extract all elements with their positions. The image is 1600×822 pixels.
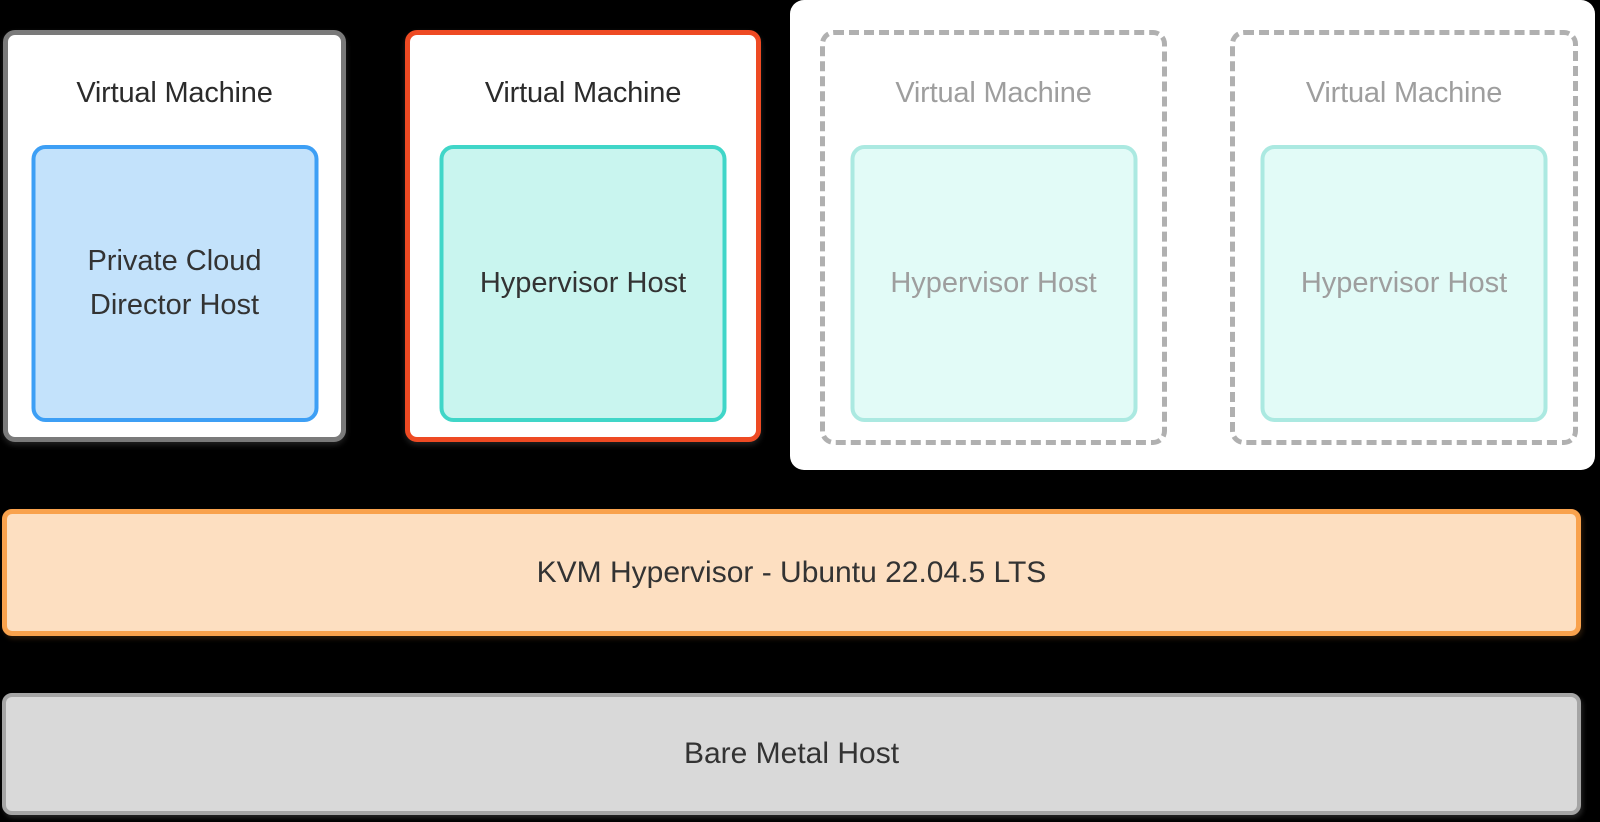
vm-box-hypervisor-planned-1: Virtual Machine Hypervisor Host [820,30,1167,445]
bare-metal-host-label: Bare Metal Host [683,737,900,770]
planned-vms-container: Virtual Machine Hypervisor Host Virtual … [790,0,1595,470]
kvm-hypervisor-label: KVM Hypervisor - Ubuntu 22.04.5 LTS [536,555,1047,589]
hypervisor-host-label: Hypervisor Host [1300,266,1508,299]
hypervisor-host-label: Hypervisor Host [479,266,687,299]
vm-title: Virtual Machine [484,77,682,109]
vm-title: Virtual Machine [76,77,273,109]
hypervisor-host-label: Hypervisor Host [890,266,1097,299]
kvm-hypervisor-layer: KVM Hypervisor - Ubuntu 22.04.5 LTS [2,509,1581,636]
vm-title: Virtual Machine [1305,77,1503,109]
vm-title: Virtual Machine [895,77,1092,109]
vm-box-hypervisor-planned-2: Virtual Machine Hypervisor Host [1230,30,1578,445]
hypervisor-host-box: Hypervisor Host [439,145,727,422]
vm-box-private-cloud-director: Virtual Machine Private Cloud Director H… [3,30,346,442]
private-cloud-director-host-box: Private Cloud Director Host [31,145,318,422]
hypervisor-host-box-ghost: Hypervisor Host [1260,145,1548,422]
private-cloud-director-host-label: Private Cloud Director Host [87,245,262,321]
hypervisor-host-box-ghost: Hypervisor Host [850,145,1137,422]
vm-box-hypervisor-active: Virtual Machine Hypervisor Host [405,30,761,442]
bare-metal-host-layer: Bare Metal Host [2,693,1581,815]
